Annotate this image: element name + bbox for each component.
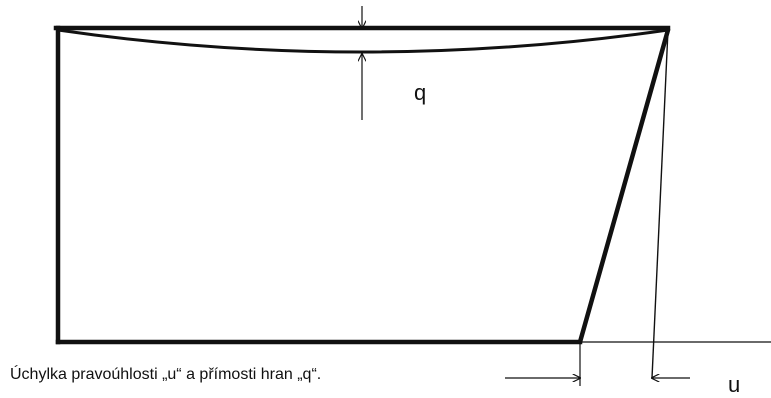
curved-top-edge [57, 28, 669, 54]
caption: Úchylka pravoúhlosti „u“ a přímosti hran… [10, 366, 322, 383]
q-label: q [414, 80, 427, 105]
reference-right-edge [651, 29, 669, 379]
u-label: u [728, 372, 741, 397]
slanted-right-edge [577, 27, 671, 345]
